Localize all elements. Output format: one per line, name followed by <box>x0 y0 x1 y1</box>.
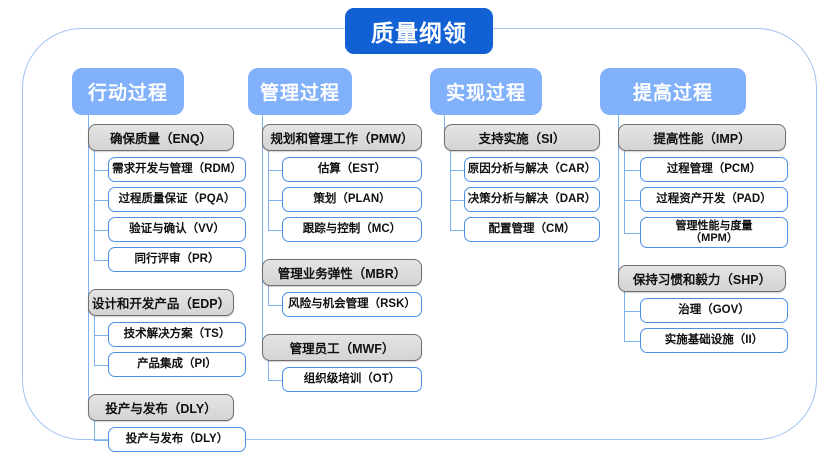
leaf-node[interactable]: 跟踪与控制（MC） <box>282 217 422 242</box>
connector-leaf-stub <box>624 310 640 312</box>
column-header-2: 管理过程 <box>248 68 352 115</box>
group-node[interactable]: 管理员工（MWF） <box>262 334 422 361</box>
leaf-node[interactable]: 过程管理（PCM） <box>640 157 788 182</box>
leaf-node[interactable]: 技术解决方案（TS） <box>108 322 246 347</box>
connector-column-trunk <box>88 115 90 408</box>
leaf-node[interactable]: 治理（GOV） <box>640 298 788 323</box>
connector-group-spine <box>268 286 270 305</box>
connector-leaf-stub <box>624 169 640 171</box>
leaf-node[interactable]: 产品集成（PI） <box>108 352 246 377</box>
leaf-node[interactable]: 管理性能与度量（MPM） <box>640 217 788 248</box>
column-header-3: 实现过程 <box>430 68 542 115</box>
group-node[interactable]: 保持习惯和毅力（SHP） <box>618 265 786 292</box>
leaf-node[interactable]: 实施基础设施（II） <box>640 328 788 353</box>
connector-group-spine <box>94 151 96 260</box>
leaf-node[interactable]: 同行评审（PR） <box>108 247 246 272</box>
leaf-node[interactable]: 组织级培训（OT） <box>282 367 422 392</box>
connector-group-spine <box>268 361 270 380</box>
connector-leaf-stub <box>450 199 464 201</box>
group-node[interactable]: 投产与发布（DLY） <box>88 394 234 421</box>
connector-group-spine <box>94 421 96 440</box>
connector-leaf-stub <box>268 304 282 306</box>
connector-leaf-stub <box>94 229 108 231</box>
connector-leaf-stub <box>624 232 640 234</box>
leaf-node[interactable]: 投产与发布（DLY） <box>108 427 246 452</box>
leaf-node[interactable]: 原因分析与解决（CAR） <box>464 157 600 182</box>
connector-leaf-stub <box>94 169 108 171</box>
root-node-quality-program: 质量纲领 <box>345 8 493 54</box>
connector-group-spine <box>624 151 626 233</box>
connector-leaf-stub <box>94 364 108 366</box>
connector-leaf-stub <box>624 199 640 201</box>
leaf-node[interactable]: 验证与确认（VV） <box>108 217 246 242</box>
connector-leaf-stub <box>94 199 108 201</box>
leaf-node[interactable]: 需求开发与管理（RDM） <box>108 157 246 182</box>
connector-leaf-stub <box>268 229 282 231</box>
connector-leaf-stub <box>450 169 464 171</box>
connector-leaf-stub <box>624 340 640 342</box>
connector-group-spine <box>624 292 626 341</box>
connector-group-spine <box>450 151 452 230</box>
connector-leaf-stub <box>94 259 108 261</box>
connector-leaf-stub <box>268 169 282 171</box>
connector-leaf-stub <box>268 379 282 381</box>
connector-group-spine <box>268 151 270 230</box>
connector-column-trunk <box>262 115 264 348</box>
leaf-node[interactable]: 决策分析与解决（DAR） <box>464 187 600 212</box>
connector-leaf-stub <box>94 334 108 336</box>
group-node[interactable]: 提高性能（IMP） <box>618 124 786 151</box>
leaf-node[interactable]: 配置管理（CM） <box>464 217 600 242</box>
column-header-4: 提高过程 <box>600 68 746 115</box>
group-node[interactable]: 确保质量（ENQ） <box>88 124 234 151</box>
connector-leaf-stub <box>94 439 108 441</box>
leaf-node[interactable]: 过程资产开发（PAD） <box>640 187 788 212</box>
connector-column-trunk <box>618 115 620 279</box>
leaf-node[interactable]: 风险与机会管理（RSK） <box>282 292 422 317</box>
connector-leaf-stub <box>450 229 464 231</box>
group-node[interactable]: 管理业务弹性（MBR） <box>262 259 422 286</box>
group-node[interactable]: 支持实施（SI） <box>444 124 600 151</box>
group-node[interactable]: 设计和开发产品（EDP） <box>88 289 234 316</box>
group-node[interactable]: 规划和管理工作（PMW） <box>262 124 422 151</box>
connector-group-spine <box>94 316 96 365</box>
column-header-1: 行动过程 <box>72 68 184 115</box>
connector-leaf-stub <box>268 199 282 201</box>
leaf-node[interactable]: 估算（EST） <box>282 157 422 182</box>
leaf-node[interactable]: 策划（PLAN） <box>282 187 422 212</box>
leaf-node[interactable]: 过程质量保证（PQA） <box>108 187 246 212</box>
